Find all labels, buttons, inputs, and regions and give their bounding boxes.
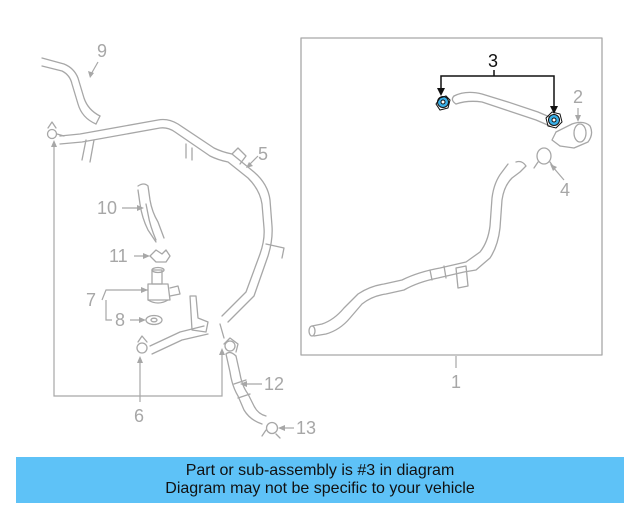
hose-part-3 [451,91,553,127]
leader-3 [440,70,555,111]
info-banner: Part or sub-assembly is #3 in diagram Di… [16,457,624,503]
clip-part-11 [149,249,171,263]
hose-part-9 [41,57,101,125]
leader-7 [101,289,148,321]
connector-part-2 [551,121,593,149]
banner-line-2: Diagram may not be specific to your vehi… [165,480,475,497]
washer-part-8 [145,314,163,326]
hose-part-12 [225,351,267,425]
clamp-part-3-left [435,95,451,111]
banner-line-1: Part or sub-assembly is #3 in diagram [185,462,455,479]
clamp-hose-12 [223,337,239,353]
callout-7: 7 [86,290,96,310]
callout-1: 1 [451,372,461,392]
leader-6 [53,144,223,402]
hose-part-10 [137,183,165,243]
clamp-left-top [46,121,65,140]
callout-4: 4 [560,180,570,200]
clamp-part-13 [261,421,281,439]
callout-6: 6 [134,406,144,426]
hose-part-1 [308,160,527,337]
pipe-bracket [149,295,225,355]
callout-3: 3 [488,51,498,71]
callout-13: 13 [296,418,316,438]
inset-frame [300,37,603,356]
callout-5: 5 [258,144,268,164]
clamp-part-3-right [545,111,563,129]
callout-9: 9 [97,41,107,61]
pipe-part-5 [59,118,285,323]
valve-part-7 [147,266,181,304]
clamp-left-bottom [136,335,148,354]
highlight-part-3 [435,95,563,129]
callout-10: 10 [97,198,117,218]
callout-11: 11 [109,246,128,266]
callout-2: 2 [573,87,583,107]
callout-8: 8 [115,310,125,330]
callout-12: 12 [264,374,284,394]
